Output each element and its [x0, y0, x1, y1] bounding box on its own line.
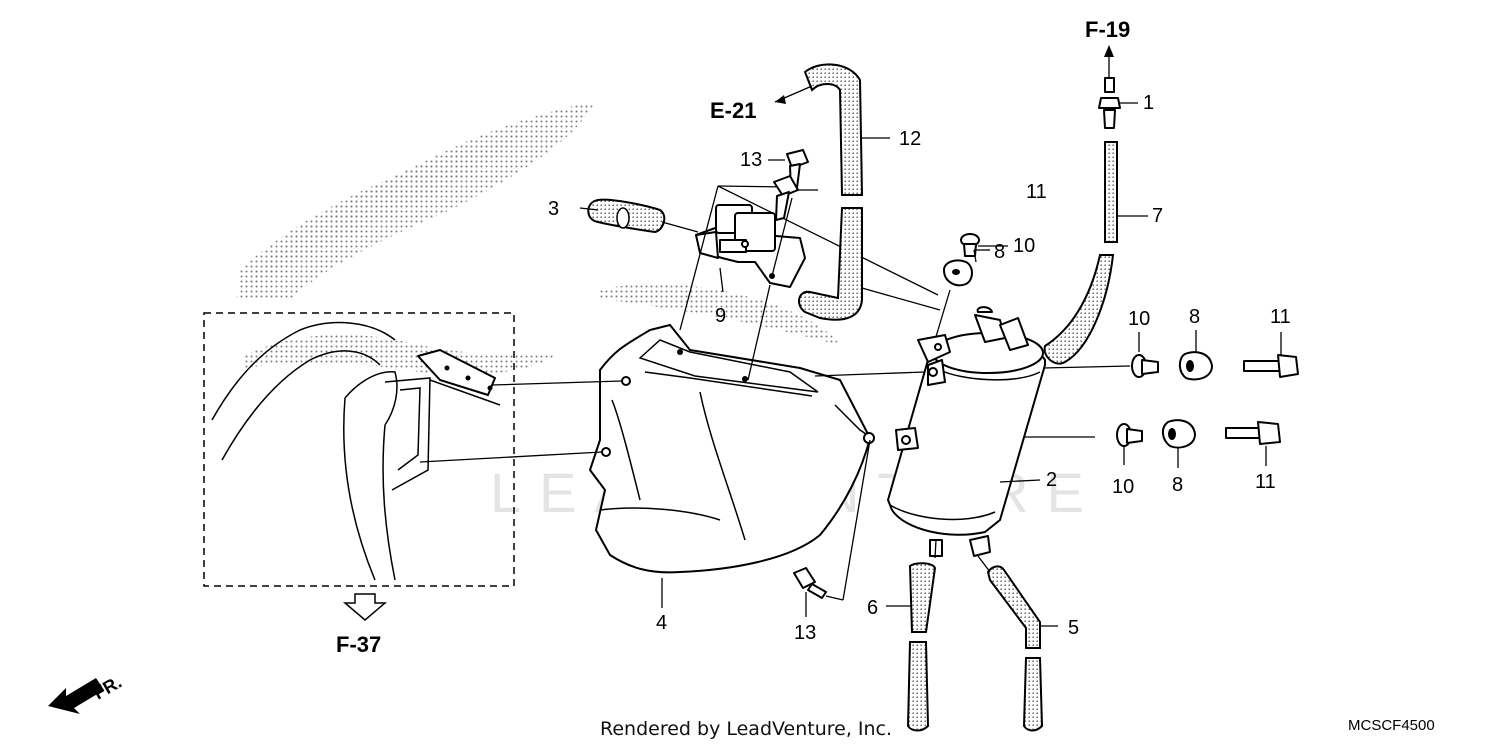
canister-cover: [589, 324, 875, 574]
f37-label: F-37: [336, 632, 381, 657]
frame-tubes: [211, 321, 501, 581]
callout-8-top: 8: [994, 241, 1005, 263]
bolt-11-right-bottom: [1225, 421, 1281, 466]
callout-3: 3: [548, 198, 559, 220]
callout-9: 9: [715, 305, 726, 327]
callout-6: 6: [867, 597, 878, 619]
bolt-13-bottom: [793, 439, 871, 617]
hose-5: [977, 555, 1058, 732]
callout-1: 1: [1143, 92, 1154, 114]
frame-region-box: [203, 312, 515, 587]
callout-7: 7: [1152, 205, 1163, 227]
callout-2: 2: [1046, 469, 1057, 491]
solenoid-valve: [679, 185, 939, 381]
callout-10-right-bottom: 10: [1112, 476, 1134, 498]
callout-12: 12: [899, 128, 921, 150]
front-arrow-icon: FR.: [48, 672, 125, 714]
callout-13-bottom: 13: [794, 622, 816, 644]
collar-10-right-bottom: [1116, 423, 1143, 465]
callout-10-right-top: 10: [1128, 308, 1150, 330]
callout-8-right-top: 8: [1189, 306, 1200, 328]
hose-3: [579, 198, 699, 234]
grommet-8-top: [934, 249, 990, 341]
diagram-code: MCSCF4500: [1348, 717, 1435, 734]
hose-12: [798, 63, 941, 321]
collar-10-right-top: [1131, 332, 1159, 378]
hose-7: [1043, 141, 1148, 365]
bolt-11-top: [773, 175, 818, 221]
grommet-8-right-top: [1178, 330, 1213, 381]
e21-reference: E-21: [710, 85, 813, 123]
cover-leaders: [419, 371, 926, 463]
render-credit: Rendered by LeadVenture, Inc.: [600, 718, 893, 740]
hose-6: [886, 539, 937, 732]
callout-11-right-top: 11: [1270, 306, 1291, 328]
callout-11-right-bottom: 11: [1255, 471, 1276, 493]
f37-reference: F-37: [336, 593, 388, 657]
grommet-8-right-bottom: [1162, 419, 1196, 468]
fitting-1: F-19: [1085, 17, 1138, 129]
front-label: FR.: [90, 672, 125, 704]
stipple-shading: [235, 102, 840, 375]
callout-5: 5: [1068, 617, 1079, 639]
callout-10-top: 10: [1013, 235, 1035, 257]
evap-canister: [887, 306, 1131, 557]
callouts: 1 12 13 11 3 7 10 8 9 10 8 11 2 10 8 11 …: [548, 92, 1291, 644]
callout-11-top: 11: [1026, 181, 1047, 203]
callout-13-top: 13: [740, 149, 762, 171]
e21-label: E-21: [710, 98, 756, 123]
callout-8-right-bottom: 8: [1172, 474, 1183, 496]
f19-label: F-19: [1085, 17, 1130, 42]
bolt-11-right-top: [1243, 332, 1299, 378]
callout-4: 4: [656, 612, 667, 634]
